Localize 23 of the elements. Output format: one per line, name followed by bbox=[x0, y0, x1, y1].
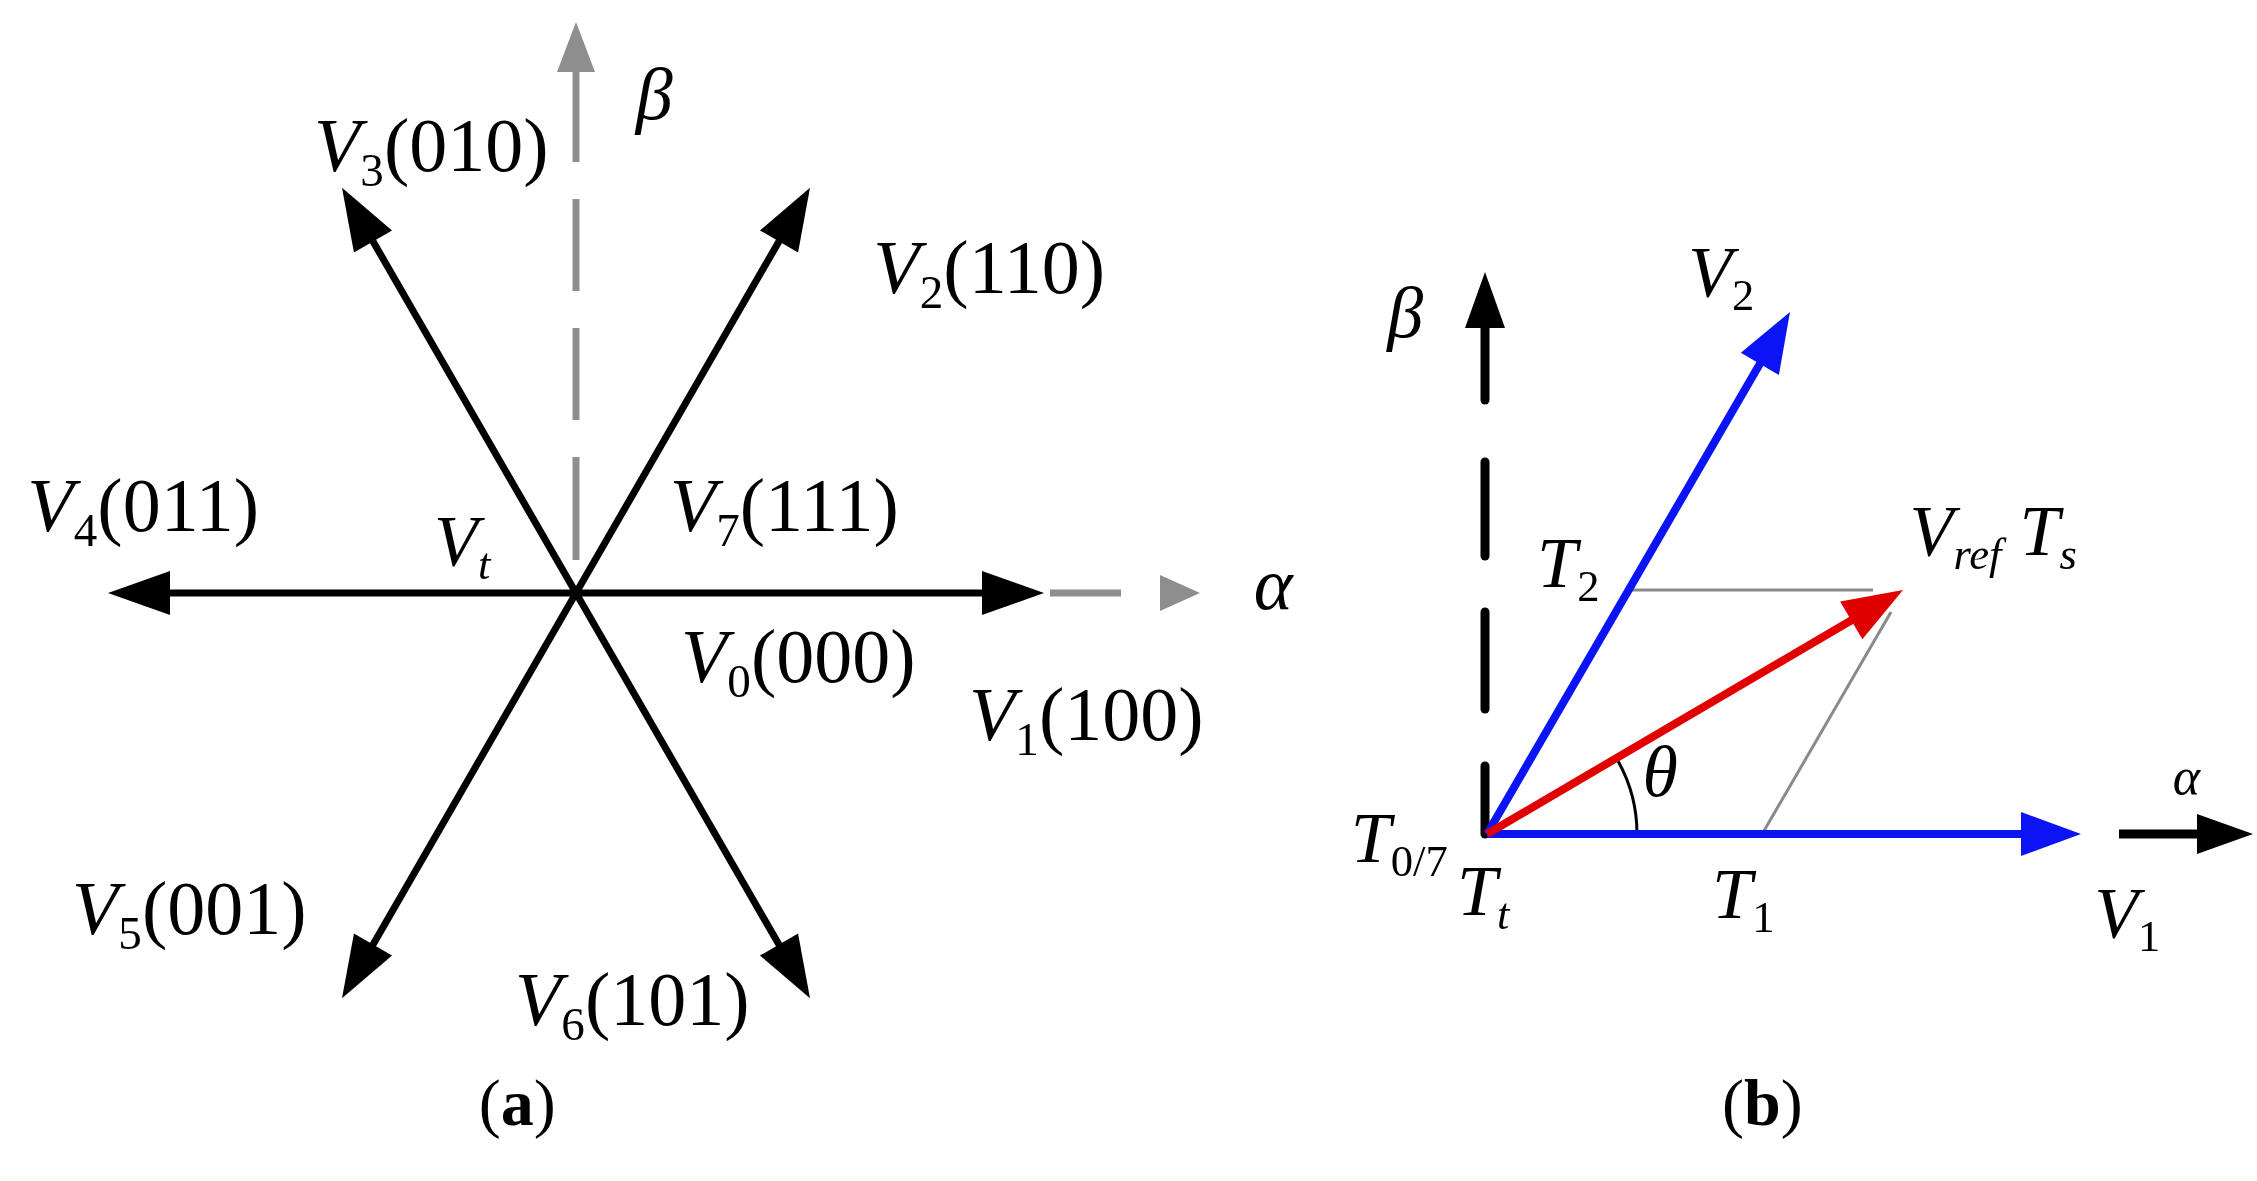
vector-label: V$_{3}$(010) bbox=[312, 104, 550, 198]
time-label: T$_{t}$ bbox=[1456, 852, 1512, 942]
vector-label: V$_{1}$(100) bbox=[967, 673, 1205, 767]
vector-label: V$_{2}$(110) bbox=[872, 226, 1107, 320]
vector-label: V$_{2}$ bbox=[1687, 233, 1756, 323]
axis-label: α bbox=[2171, 749, 2202, 808]
vector-label: V$_{1}$ bbox=[2093, 874, 2162, 964]
vector-label: V$_{7}$(111) bbox=[668, 464, 900, 558]
vector-label: V$_{4}$(011) bbox=[26, 464, 261, 558]
panel-label: (b) bbox=[1721, 1067, 1804, 1142]
time-label: T$_{0/7}$ bbox=[1349, 799, 1449, 889]
panel-label: (a) bbox=[477, 1067, 557, 1142]
vector-label: V$_{t}$ bbox=[433, 502, 493, 592]
vector-label: V$_{ref}$ T$_{s}$ bbox=[1908, 492, 2078, 582]
vector-label: V$_{6}$(101) bbox=[513, 958, 751, 1052]
angle-label: θ bbox=[1641, 733, 1679, 815]
axis-label: β bbox=[633, 54, 674, 137]
vector-label: V$_{0}$(000) bbox=[679, 615, 917, 709]
vector-label: V$_{5}$(001) bbox=[70, 867, 308, 961]
axis-label: α bbox=[1252, 544, 1295, 627]
time-label: T$_{1}$ bbox=[1711, 855, 1776, 945]
time-label: T$_{2}$ bbox=[1536, 524, 1601, 614]
axis-label: β bbox=[1385, 274, 1425, 356]
